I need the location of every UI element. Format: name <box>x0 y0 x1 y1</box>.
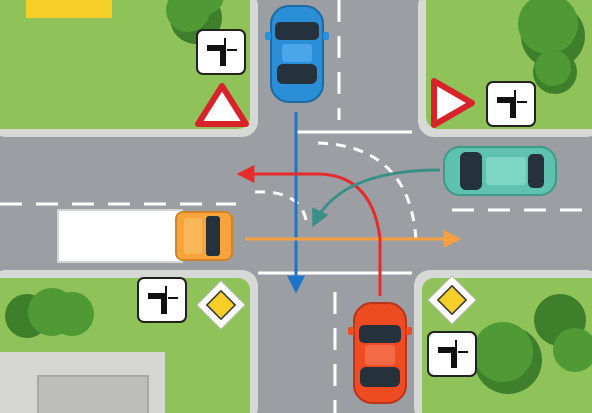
priority-road-curve <box>254 190 308 221</box>
priority-road-sign <box>196 280 246 330</box>
priority-road-shape-sign <box>196 29 246 75</box>
teal-car <box>443 146 557 196</box>
priority-road-shape-sign <box>137 277 187 323</box>
priority-road-curve <box>317 141 418 241</box>
priority-road-shape-sign <box>486 81 536 127</box>
building <box>0 352 165 413</box>
blue-car <box>265 5 329 103</box>
tree <box>5 288 94 338</box>
yield-sign <box>195 83 249 127</box>
priority-road-shape-sign <box>427 331 477 377</box>
stop-lines <box>258 130 412 275</box>
tree <box>473 294 592 394</box>
tree <box>166 0 224 44</box>
teal-car-path-arrow <box>312 168 441 228</box>
priority-road-sign <box>427 275 477 325</box>
yellow-marking <box>26 0 112 18</box>
yield-sign <box>431 78 475 128</box>
truck <box>57 209 233 263</box>
red-car <box>348 302 412 404</box>
red-car-path-arrow <box>236 165 382 296</box>
tree <box>518 0 585 94</box>
